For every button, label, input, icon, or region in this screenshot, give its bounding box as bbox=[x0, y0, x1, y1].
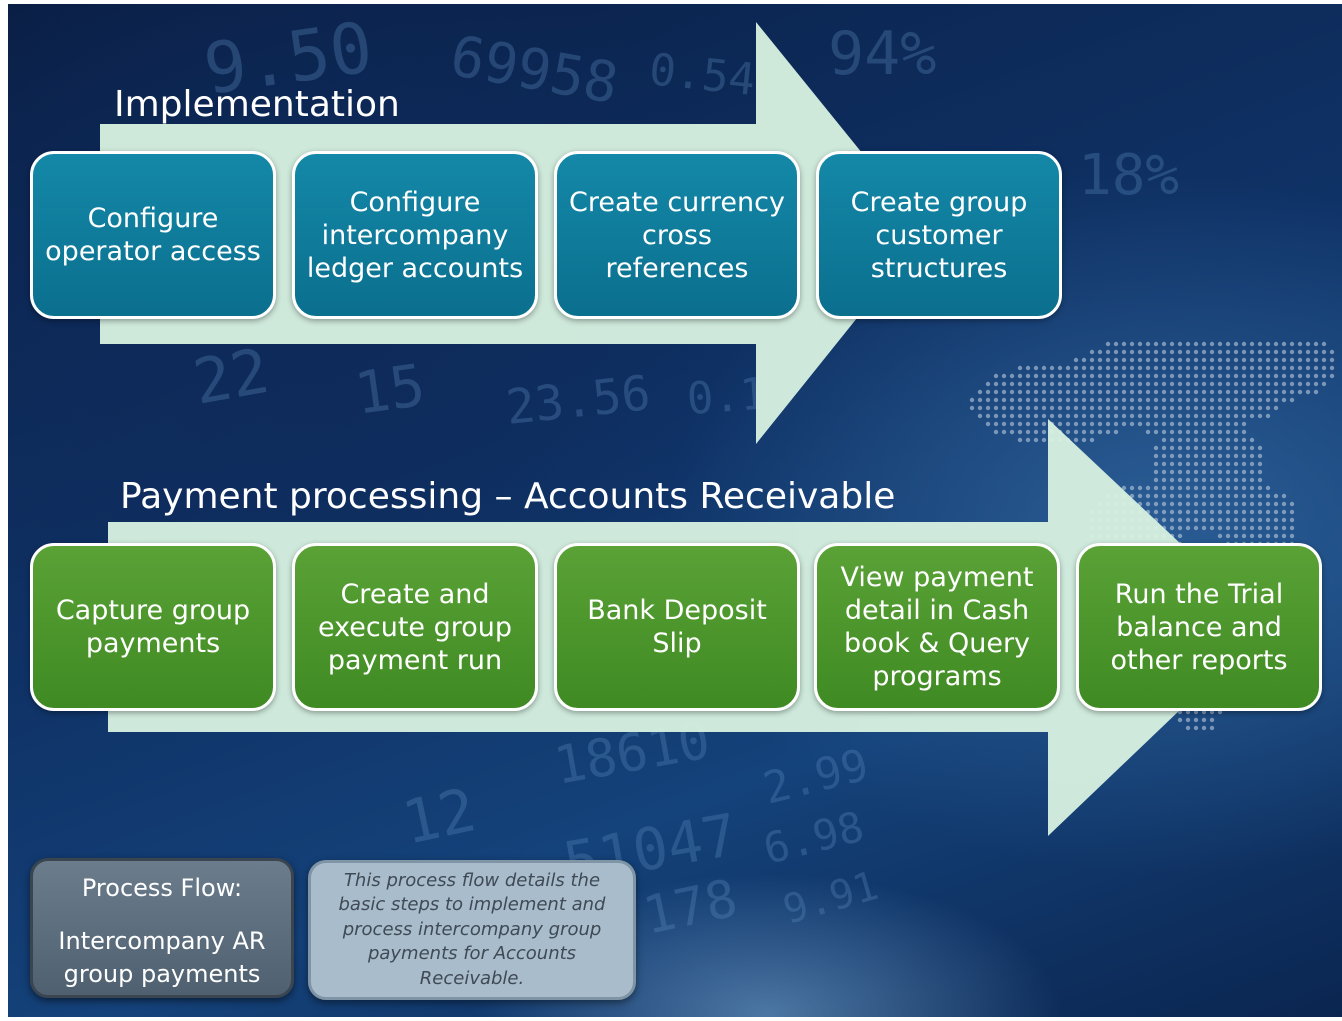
process-flow-label: Process Flow: bbox=[81, 874, 243, 902]
payment-processing-title: Payment processing – Accounts Receivable bbox=[120, 476, 896, 517]
implementation-title: Implementation bbox=[114, 84, 400, 125]
step-view-payment-detail[interactable]: View payment detail in Cash book & Query… bbox=[814, 543, 1060, 711]
step-create-currency-cross-references[interactable]: Create currency cross references bbox=[554, 151, 800, 319]
step-configure-intercompany-ledger-accounts[interactable]: Configure intercompany ledger accounts bbox=[292, 151, 538, 319]
step-configure-operator-access[interactable]: Configure operator access bbox=[30, 151, 276, 319]
step-create-and-execute-group-payment-run[interactable]: Create and execute group payment run bbox=[292, 543, 538, 711]
description-box: This process flow details the basic step… bbox=[308, 860, 636, 1000]
step-capture-group-payments[interactable]: Capture group payments bbox=[30, 543, 276, 711]
process-flow-box: Process Flow: Intercompany AR group paym… bbox=[30, 858, 294, 998]
step-bank-deposit-slip[interactable]: Bank Deposit Slip bbox=[554, 543, 800, 711]
step-create-group-customer-structures[interactable]: Create group customer structures bbox=[816, 151, 1062, 319]
process-flow-name: Intercompany AR group payments bbox=[58, 927, 266, 988]
step-run-trial-balance[interactable]: Run the Trial balance and other reports bbox=[1076, 543, 1322, 711]
